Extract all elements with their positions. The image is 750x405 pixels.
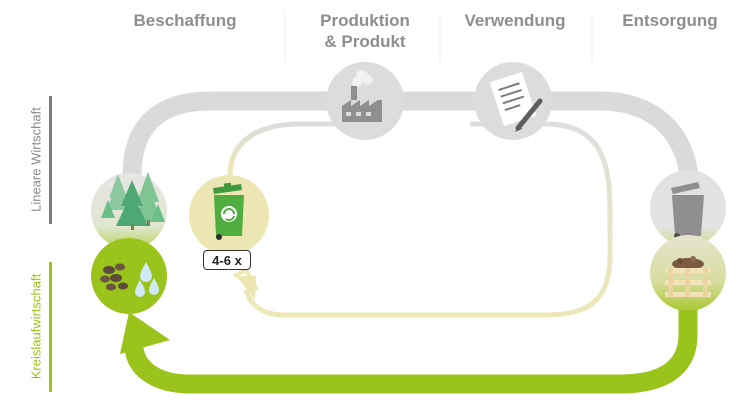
header-production-line2: & Produkt — [324, 32, 406, 51]
circular-loop-path — [124, 292, 698, 394]
reuse-arrow-shaft — [233, 267, 259, 291]
production-node — [326, 62, 404, 140]
circular-arrow-head — [120, 312, 170, 354]
factory-icon — [342, 70, 382, 122]
header-procurement: Beschaffung — [133, 11, 237, 30]
circular-economy-label: Kreislaufwirtschaft — [28, 273, 44, 380]
document-pen-icon — [489, 71, 543, 132]
circular-divider-bar — [49, 262, 52, 392]
recycling-node — [189, 175, 269, 255]
recycling-bin-icon — [213, 182, 244, 240]
trash-bin-icon — [671, 182, 704, 239]
pellets-and-water-icon — [100, 262, 159, 297]
reuse-loop-right — [243, 121, 613, 318]
linear-loop-path — [122, 91, 700, 206]
header-use: Verwendung — [464, 11, 566, 30]
disposal-node — [650, 170, 726, 246]
header-production-line1: Produktion — [320, 11, 410, 30]
header-production: Produktion & Produkt — [295, 10, 435, 52]
reuse-loop-top-left — [227, 121, 370, 176]
forest-node — [91, 172, 167, 249]
reuse-count-badge: 4-6 x — [203, 250, 251, 270]
column-dividers — [284, 12, 593, 62]
pallet-compost-icon — [665, 256, 711, 297]
linear-economy-label: Lineare Wirtschaft — [28, 107, 44, 212]
use-node — [474, 62, 552, 140]
compost-node — [650, 235, 726, 311]
raw-material-node — [91, 238, 167, 314]
header-disposal: Entsorgung — [622, 11, 718, 30]
linear-divider-bar — [49, 96, 52, 224]
forest-icon — [101, 172, 165, 230]
